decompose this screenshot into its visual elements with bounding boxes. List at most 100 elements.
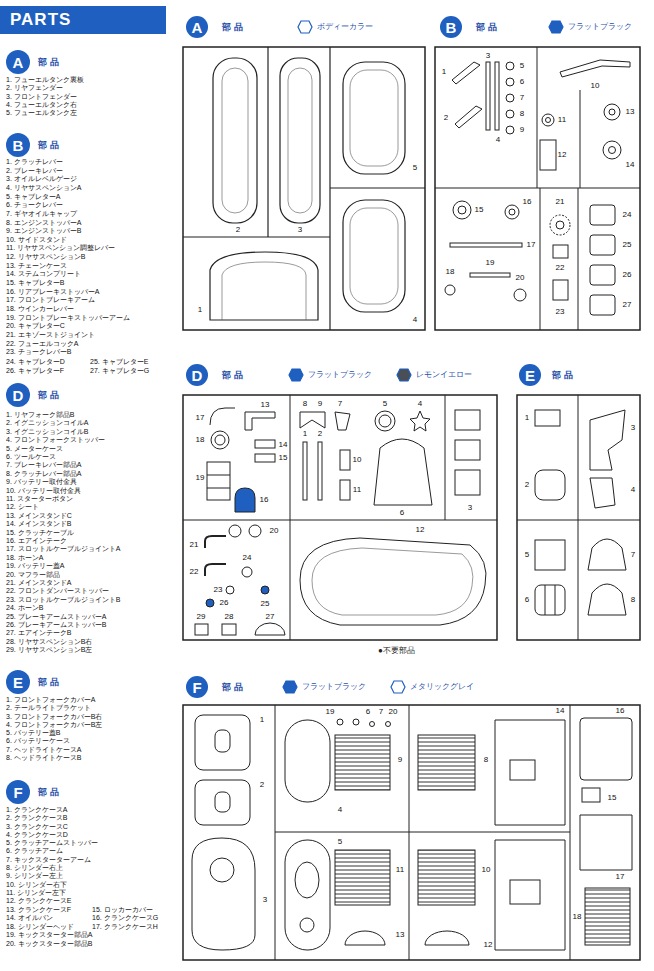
part-list-item: 27. キャブレターG <box>90 367 149 375</box>
part-list-item: 16. エアインテーク <box>6 537 67 545</box>
sprue-letter-badge: A <box>6 50 30 74</box>
sprue-circle <box>300 918 314 932</box>
sprue-circle <box>556 221 564 229</box>
sprue-rect <box>590 205 615 225</box>
callout-number: 22 <box>189 567 200 576</box>
part-list-item: 2. ブレーキレバー <box>6 167 63 175</box>
callout-number: 7 <box>337 399 343 408</box>
callout-number: 1 <box>259 715 265 724</box>
swatch-hexagon <box>283 681 297 693</box>
sprue-rect <box>195 715 250 770</box>
sprue-rect <box>455 440 480 460</box>
sprue-circle <box>229 525 241 537</box>
sprue-rect <box>510 760 535 780</box>
sprue-rect <box>303 442 307 500</box>
sprue-rect <box>285 840 330 950</box>
sprue-letter-badge: B <box>6 133 30 157</box>
sprue-circle <box>514 289 526 301</box>
callout-number: 19 <box>325 707 336 716</box>
part-list-item: 7. ヘッドライトケースA <box>6 746 81 754</box>
part-list-item: 18. ウインカーレバー <box>6 305 74 313</box>
callout-number: 4 <box>630 485 636 494</box>
callout-number: 8 <box>483 755 489 764</box>
callout-number: 11 <box>395 865 405 874</box>
sprue-circle <box>337 719 343 725</box>
callout-number: 16 <box>259 495 270 504</box>
part-list-item: 19. フロントブレーキストッパーアーム <box>6 314 130 322</box>
sprue-line <box>517 520 640 521</box>
sprue-circle <box>353 719 359 725</box>
part-list-item: 8. シリンダー右上 <box>6 864 63 872</box>
callout-number: 7 <box>519 93 525 102</box>
sprue-rect <box>183 47 425 330</box>
sprue-circle <box>550 215 570 235</box>
paint-color-name: フラットブラック <box>568 22 632 31</box>
callout-number: 23 <box>555 307 566 316</box>
part-list-item: 12. クランクケースE <box>6 897 71 905</box>
sprue-f <box>183 705 640 960</box>
sprue-rect <box>510 880 540 904</box>
sprue-rect <box>285 720 330 802</box>
part-list-item: 4. フロントフォークカバーB左 <box>6 721 102 729</box>
callout-number: 5 <box>412 163 418 172</box>
part-list-item: 19. キックスターター部品A <box>6 931 92 939</box>
callout-number: 2 <box>443 113 449 122</box>
callout-number: 13 <box>625 107 636 116</box>
part-list-item: 2. イグニッションコイルA <box>6 419 88 427</box>
part-list-item: 14. オイルパン <box>6 914 53 922</box>
section-heading: 部 品 <box>222 22 243 32</box>
sprue-line <box>290 395 291 640</box>
callout-number: 1 <box>197 305 203 314</box>
sprue-letter-badge: F <box>186 676 208 698</box>
sprue-circle <box>506 94 514 102</box>
sprue-circle <box>379 415 391 427</box>
part-list-item: 12. リヤサスペンションB <box>6 253 85 261</box>
sprue-line <box>267 47 268 237</box>
part-list-item: 2. クランクケースB <box>6 814 67 822</box>
part-list-item: 23. スロットルケーブルジョイントB <box>6 596 120 604</box>
badge-letter: A <box>13 55 24 70</box>
sprue-path <box>495 720 565 825</box>
sprue-circle <box>506 110 514 118</box>
sprue-circle <box>604 104 620 120</box>
part-list-item: 5. フューエルタンク左 <box>6 109 77 117</box>
callout-number: 24 <box>242 553 253 562</box>
sprue-rect <box>450 243 522 247</box>
callout-number: 21 <box>189 540 200 549</box>
sprue-rect <box>340 480 350 500</box>
part-list-item: 22. フューエルコックA <box>6 340 78 348</box>
sprue-rect <box>418 850 475 905</box>
callout-number: 2 <box>235 225 241 234</box>
callout-number: 18 <box>445 267 456 276</box>
sprue-rect <box>280 58 320 223</box>
sprue-rect <box>255 440 275 448</box>
callout-number: 18 <box>195 435 206 444</box>
part-list-item: 1. フロントフォークカバーA <box>6 696 95 704</box>
sprue-rect <box>535 540 565 570</box>
part-list-item: 5. クラッチアームストッパー <box>6 839 98 847</box>
sprue-circle <box>603 141 621 159</box>
callout-number: 6 <box>524 595 530 604</box>
part-list-item: 13. メインスタンドC <box>6 512 72 520</box>
part-list-item: 10. シリンダー右下 <box>6 881 67 889</box>
callout-number: 17 <box>526 240 537 249</box>
sprue-circle <box>542 114 554 126</box>
callout-number: 14 <box>555 706 566 715</box>
sprue-circle <box>506 126 514 134</box>
sprue-rect <box>553 280 568 300</box>
sprue-circle <box>509 209 515 215</box>
callout-number: 5 <box>519 61 525 70</box>
part-list-item: 3. オイルレベルゲージ <box>6 175 77 183</box>
paint-color-swatch <box>548 20 564 34</box>
sprue-circle <box>386 722 391 727</box>
callout-number: 8 <box>630 595 636 604</box>
sprue-line <box>445 395 446 520</box>
badge-letter: E <box>13 675 23 690</box>
part-list-item: 5. バッテリー蓋B <box>6 729 60 737</box>
badge-letter: B <box>13 138 24 153</box>
sprue-rect <box>195 624 208 635</box>
swatch-hexagon <box>397 369 411 381</box>
callout-number: 6 <box>519 77 525 86</box>
callout-number: 12 <box>483 940 494 949</box>
sprue-path <box>560 60 630 77</box>
